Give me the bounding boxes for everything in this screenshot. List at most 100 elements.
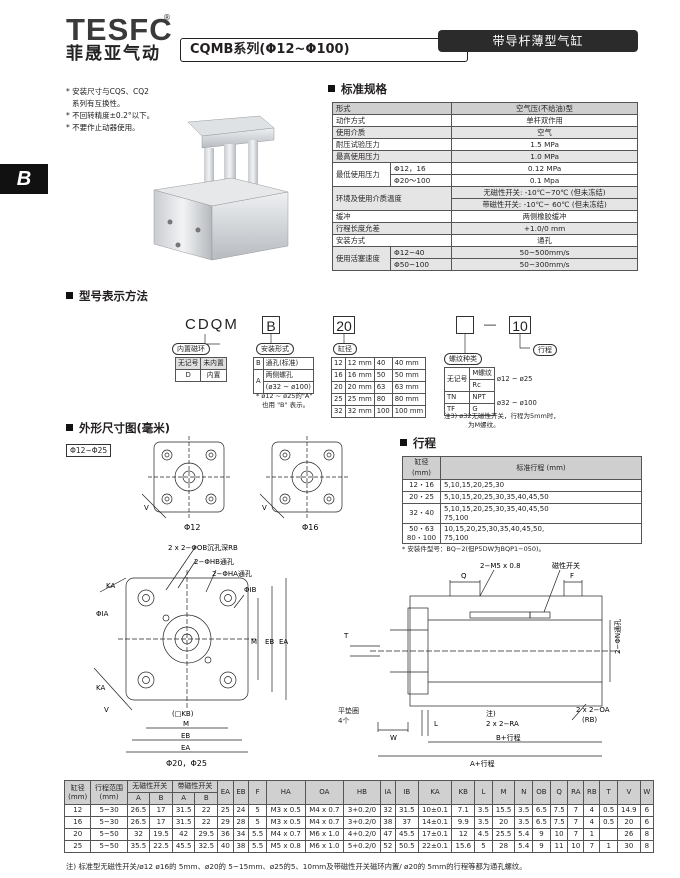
table-cell: 5.5 — [248, 840, 267, 853]
table-cell: 5.4 — [514, 828, 534, 841]
table-cell: 5~30 — [90, 804, 128, 817]
spec-label: 最低使用压力 — [332, 162, 391, 187]
bore-cell: 16 — [331, 369, 346, 382]
mount-label: 安装形式 — [256, 343, 294, 355]
bore-cell: 100 mm — [391, 405, 427, 418]
label-kb: (□KB) — [172, 710, 194, 718]
stroke-title: 行程 — [413, 436, 436, 450]
dims-title: 外形尺寸图(毫米) — [79, 421, 171, 435]
table-cell: 12 — [63, 804, 92, 817]
label-t: T — [343, 632, 349, 640]
table-cell: M4 x 0.7 — [304, 816, 345, 829]
label-v: V — [104, 706, 109, 714]
dim-head: 行程范围 (mm) — [90, 780, 128, 805]
spec-sub: Φ12~40 — [389, 246, 453, 259]
note-line: * 不回转精度±0.2°以下。 — [66, 111, 155, 120]
thread-note: 注3) ø32无磁性开关，行程为5mm时，为M螺纹。 — [444, 412, 560, 430]
stroke-bore: 32・40 — [402, 503, 441, 524]
stroke-values: 5,10,15,20,25,30,35,40,45,50 — [440, 491, 642, 504]
label-m: M — [183, 720, 189, 728]
table-cell: 9.9 — [451, 816, 476, 829]
thread-cell: NPT — [469, 391, 495, 404]
bore-cell: 25 — [331, 393, 346, 406]
dim-head: M — [491, 780, 516, 805]
bore-cell: 63 — [373, 381, 393, 394]
stroke-heading: 行程 — [400, 436, 436, 450]
bore-cell: 12 — [331, 357, 346, 370]
spec-value: 空气 — [451, 126, 638, 139]
table-cell: 36 — [217, 828, 234, 841]
table-cell: M4 x 0.7 — [265, 828, 306, 841]
spec-label: 使用介质 — [331, 126, 453, 139]
table-cell: 0.5 — [599, 804, 619, 817]
table-cell: 5.4 — [514, 840, 534, 853]
label-n: 2−ΦN通孔 — [613, 619, 622, 654]
thread-cell: M螺纹 — [469, 367, 495, 380]
table-cell: 5~30 — [90, 816, 128, 829]
table-cell: 20 — [63, 828, 92, 841]
table-cell: 1 — [599, 840, 619, 853]
spec-label: 缓冲 — [331, 210, 453, 223]
stroke-bore: 12・16 — [402, 479, 441, 492]
label-ob: 2 x 2−ΦOB沉孔深RB — [168, 543, 238, 552]
dim-head: OA — [304, 780, 345, 805]
spec-value: 通孔 — [451, 234, 638, 247]
label-note: 注) — [486, 709, 496, 718]
dim-sub: B — [194, 792, 219, 805]
spec-value: 无磁性开关: -10℃~70℃ (但未冻结) — [451, 186, 638, 199]
table-cell: 31.5 — [171, 816, 196, 829]
spec-value: 50~500mm/s — [451, 246, 638, 259]
thread-note-2: 为M螺纹。 — [468, 421, 500, 429]
spec-heading: 标准规格 — [328, 83, 387, 96]
table-cell: 4 — [583, 816, 601, 829]
table-cell: 5~50 — [90, 840, 128, 853]
label-ea: EA — [181, 744, 190, 752]
stroke-bore: 20・25 — [402, 491, 441, 504]
magnet-label: 内置磁环 — [172, 343, 210, 355]
magnet-v1: D — [174, 369, 202, 382]
label-ra: 2 x 2−RA — [486, 720, 519, 728]
dims-range: Φ12~Φ25 — [66, 444, 112, 457]
side-view-drawing: 2−M5 x 0.8 磁性开关 Q F T 2−ΦN通孔 注) 2 x 2−RA… — [343, 561, 622, 768]
thread-cell: G — [469, 403, 495, 416]
view-label-v: V — [262, 504, 267, 512]
table-cell: 3+0.2/0 — [343, 816, 381, 829]
label-f: F — [570, 572, 574, 580]
bore-label: 缸径 — [333, 343, 357, 355]
note-line: * 不要作止动器使用。 — [66, 123, 140, 132]
table-cell: 8 — [639, 840, 655, 853]
model-code-stroke: 10 — [509, 316, 531, 334]
dim-head: HA — [265, 780, 306, 805]
model-heading: 型号表示方法 — [66, 290, 148, 303]
dim-head: L — [474, 780, 493, 805]
dim-head: W — [639, 780, 655, 805]
thread-cell: 无记号 — [443, 367, 471, 392]
table-cell: 29.5 — [194, 828, 219, 841]
note-line: * 安装尺寸与CQS、CQ2 — [66, 87, 149, 96]
bore-cell: 50 mm — [391, 369, 427, 382]
bore-cell: 80 — [373, 393, 393, 406]
table-cell: 7.5 — [549, 804, 569, 817]
table-cell: 26 — [617, 828, 641, 841]
table-cell: 7.1 — [451, 804, 476, 817]
dim-head: HB — [343, 780, 381, 805]
brand-chinese: 菲晟亚气动 — [66, 44, 161, 64]
table-cell: 24 — [232, 804, 250, 817]
table-cell: 32 — [379, 804, 396, 817]
spec-label: 环境及使用介质温度 — [331, 186, 453, 211]
label-l: L — [434, 720, 438, 728]
table-cell: 5.5 — [248, 828, 267, 841]
table-cell: 22 — [194, 816, 219, 829]
label-m5: 2−M5 x 0.8 — [480, 562, 521, 570]
dim-head: IA — [379, 780, 396, 805]
dim-head: KB — [451, 780, 476, 805]
washer-count: 4个 — [338, 717, 350, 725]
dim-head: 无磁性开关 — [126, 780, 173, 793]
dim-sub: A — [126, 792, 151, 805]
label-eb: EB — [181, 732, 190, 740]
